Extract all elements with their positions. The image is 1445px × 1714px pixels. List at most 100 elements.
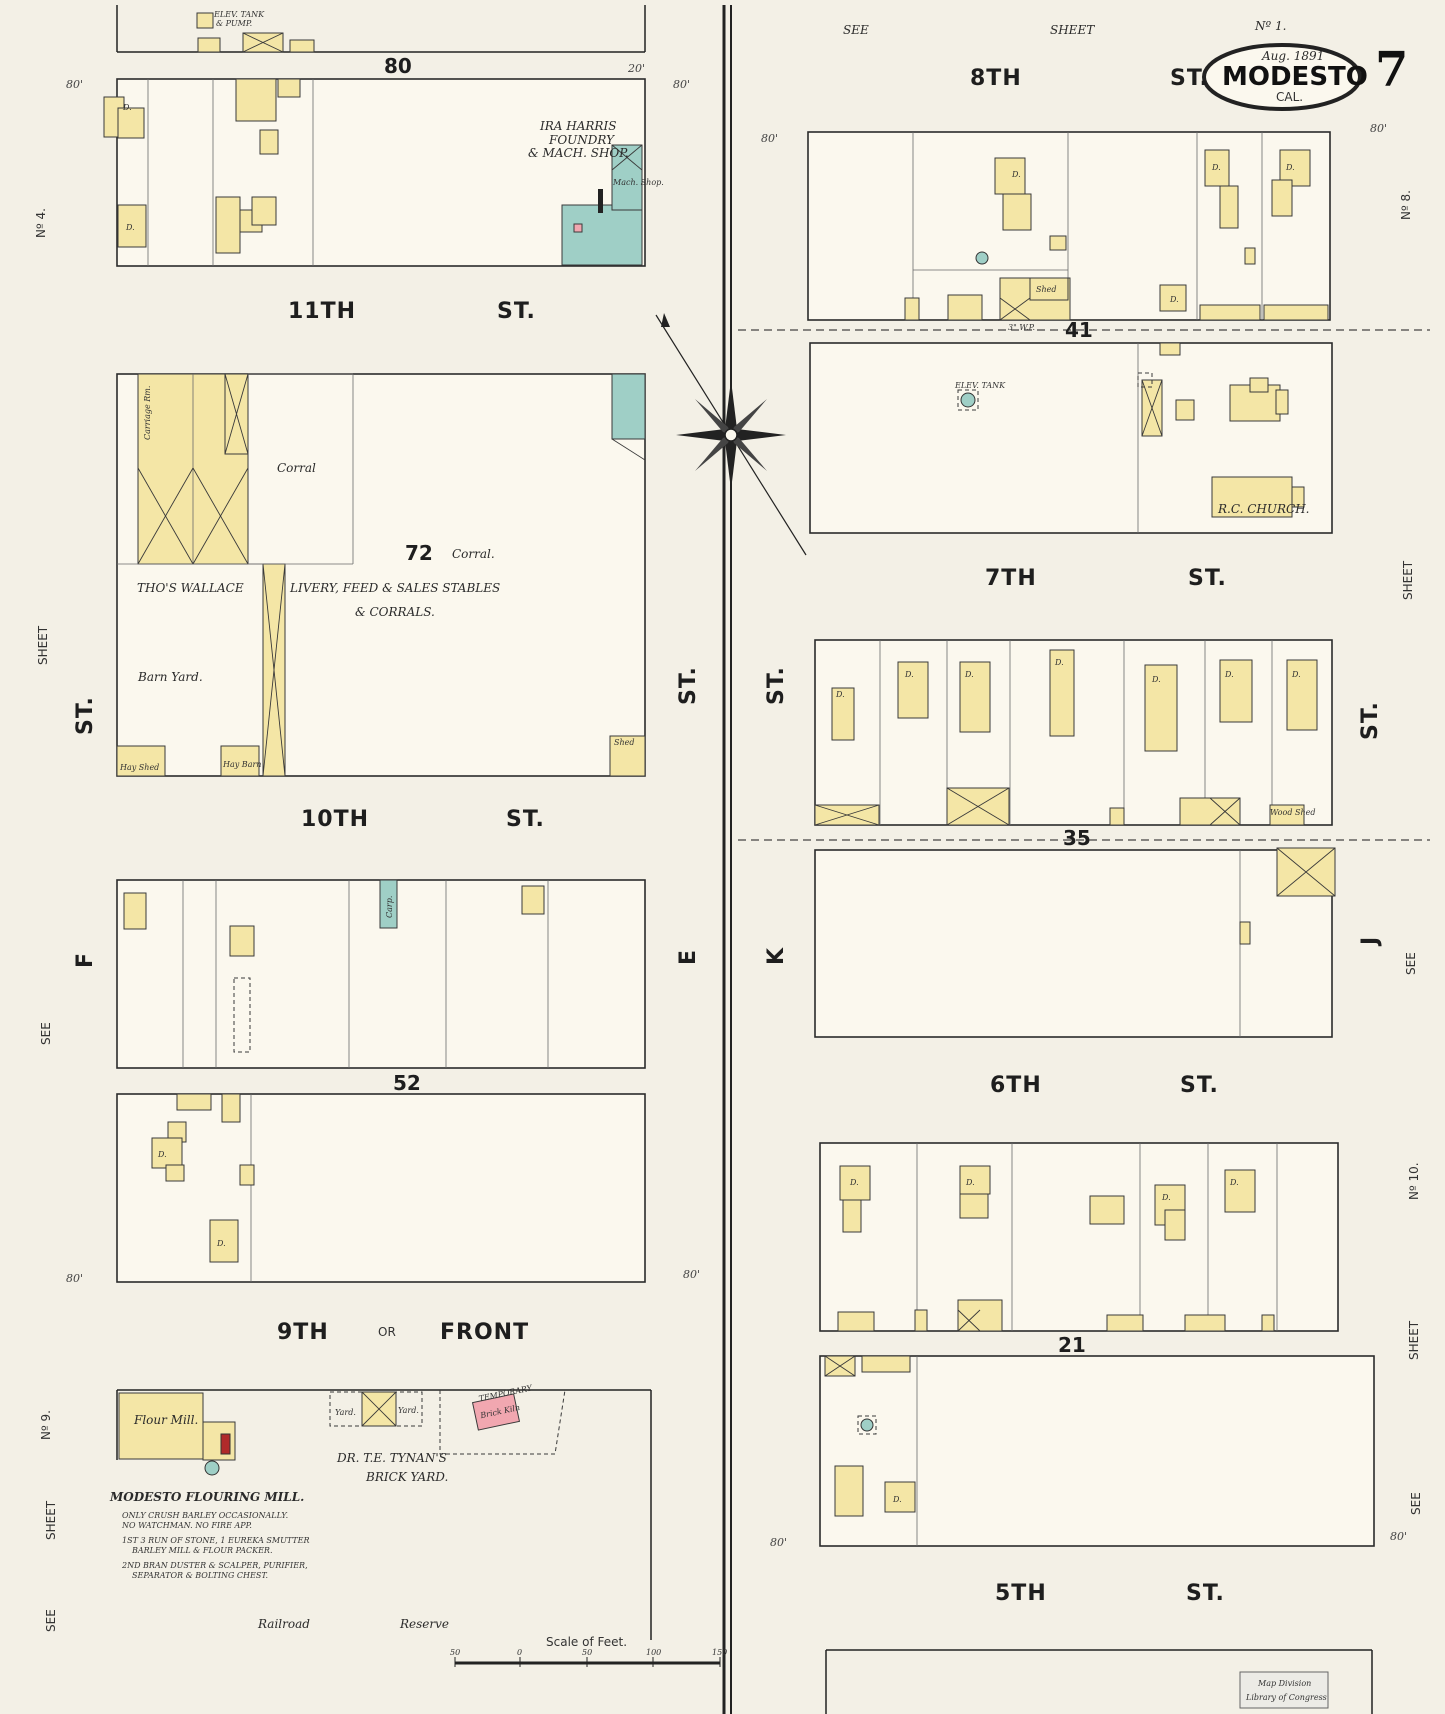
mill-note-1: ONLY CRUSH BARLEY OCCASIONALLY. [122, 1511, 288, 1520]
margin-no8: Nº 8. [1399, 190, 1413, 220]
yard-label: Yard. [335, 1408, 356, 1417]
street-j-st: ST. [1358, 701, 1383, 740]
carriage-rm-label: Carriage Rm. [143, 386, 152, 440]
street-k: K [764, 947, 789, 965]
flour-mill-label: Flour Mill. [133, 1413, 198, 1427]
dim-label: 80' [66, 1272, 83, 1285]
street-7th-st: ST. [1188, 566, 1227, 591]
dim-label: 80' [683, 1268, 700, 1281]
shed-label: Shed [1036, 285, 1057, 294]
street-5th-st: ST. [1186, 1581, 1225, 1606]
block-35 [814, 847, 1336, 1038]
mach-shop-label: & MACH. SHOP. [528, 146, 629, 160]
corral72-label: Corral. [452, 547, 495, 561]
mill-note-5: 2ND BRAN DUSTER & SCALPER, PURIFIER, [121, 1561, 308, 1570]
d-label: D. [892, 1495, 902, 1504]
reserve-label: Reserve [399, 1617, 449, 1631]
d-label: D. [965, 1178, 975, 1187]
shed-label: Shed [614, 738, 635, 747]
street-5th: 5TH [995, 1581, 1047, 1606]
block-5th-south [825, 1649, 1373, 1714]
block-80-number: 80 [384, 54, 412, 78]
block-72: Carriage Rm. Corral 72 Corral. THO'S WAL… [116, 373, 646, 777]
mach-label: Mach. Shop. [612, 178, 664, 187]
street-8th: 8TH [970, 66, 1022, 91]
d-label: D. [1285, 163, 1295, 172]
margin-no9: Nº 9. [39, 1410, 53, 1440]
block-8th-south: D. D. D. D. Shed 3" W.P. [807, 131, 1331, 332]
dim-label: 20' [627, 62, 645, 75]
scale-tick: 50 [582, 1648, 592, 1657]
margin-see: SEE [44, 1609, 58, 1632]
dim-label: 80' [761, 132, 778, 145]
margin-sheet: SHEET [44, 1500, 58, 1540]
mill-description: MODESTO FLOURING MILL. ONLY CRUSH BARLEY… [109, 1490, 310, 1580]
block-10th-south: Carp. [116, 879, 646, 1069]
mill-note-4: BARLEY MILL & FLOUR PACKER. [131, 1546, 273, 1555]
scale-tick: 100 [646, 1648, 661, 1657]
dim-label: 80' [673, 78, 690, 91]
elev-tank-label: ELEV. TANK [213, 10, 265, 19]
margin-see: SEE [1404, 952, 1418, 975]
stamp-line-1: Map Division [1257, 1679, 1311, 1688]
ira-harris-label: IRA HARRIS [539, 119, 616, 133]
d-label: D. [122, 103, 132, 112]
margin-see: SEE [1409, 1492, 1423, 1515]
block-80-top: ELEV. TANK & PUMP. [116, 5, 646, 53]
block-72-number: 72 [405, 541, 433, 565]
compass-rose [655, 313, 807, 556]
d-label: D. [1161, 1193, 1171, 1202]
street-10th: 10TH [301, 807, 369, 832]
block-21: D. [819, 1355, 1375, 1547]
block-7th-south: D. D. D. D. D. D. D. Wood Shed [814, 639, 1333, 826]
library-stamp: Map Division Library of Congress [1239, 1671, 1329, 1709]
title-cartouche: Aug. 1891 MODESTO CAL. [1202, 43, 1368, 111]
d-label: D. [216, 1239, 226, 1248]
header-sheet-ref: Nº 1. [1254, 19, 1286, 33]
foundry-label: FOUNDRY [548, 133, 615, 147]
block-41-number: 41 [1065, 318, 1093, 342]
railroad-label: Railroad [257, 1617, 310, 1631]
stamp-line-2: Library of Congress [1245, 1693, 1327, 1702]
dim-label: 80' [1370, 122, 1387, 135]
margin-sheet: SHEET [1407, 1320, 1421, 1360]
scale-tick: 0 [517, 1648, 522, 1657]
street-10th-st: ST. [506, 807, 545, 832]
block-52-number: 52 [393, 1071, 421, 1095]
dim-label: 80' [1390, 1530, 1407, 1543]
dim-label: 80' [770, 1536, 787, 1549]
d-label: D. [1291, 670, 1301, 679]
d-label: D. [835, 690, 845, 699]
railroad-track [722, 5, 732, 1714]
margin-see: SEE [39, 1022, 53, 1045]
street-8th-st: ST. [1170, 66, 1209, 91]
margin-no10: Nº 10. [1407, 1162, 1421, 1200]
street-k-st: ST. [764, 666, 789, 705]
block-41: ELEV. TANK R.C. CHURCH. [809, 342, 1333, 534]
carp-label: Carp. [385, 896, 394, 918]
block-21-number: 21 [1058, 1333, 1086, 1357]
street-f-st: ST. [73, 696, 98, 735]
hay-barn-label: Hay Barn [222, 760, 261, 769]
street-j: J [1358, 936, 1383, 947]
margin-no4: Nº 4. [34, 208, 48, 238]
d-label: D. [964, 670, 974, 679]
block-35-number: 35 [1063, 826, 1091, 850]
margin-sheet: SHEET [1401, 560, 1415, 600]
street-or: OR [378, 1325, 396, 1339]
d-label: D. [1211, 163, 1221, 172]
title-state: CAL. [1276, 90, 1303, 104]
corral-label: Corral [277, 461, 316, 475]
d-label: D. [1169, 295, 1179, 304]
rc-church-label: R.C. CHURCH. [1217, 502, 1310, 516]
d-label: D. [157, 1150, 167, 1159]
street-6th: 6TH [990, 1073, 1042, 1098]
block-ira-harris: D. D. IRA HARRIS FOUNDRY & MACH. SHOP. M… [103, 78, 664, 267]
pump-label: & PUMP. [216, 19, 252, 28]
dim-label: 80' [66, 78, 83, 91]
block-52: D. D. [116, 1093, 646, 1283]
title-city: MODESTO [1222, 62, 1368, 92]
block-flouring-mill: Flour Mill. Yard. Yard. TEMPORARY Brick … [116, 1383, 652, 1640]
d-label: D. [1151, 675, 1161, 684]
street-11th-st: ST. [497, 299, 536, 324]
